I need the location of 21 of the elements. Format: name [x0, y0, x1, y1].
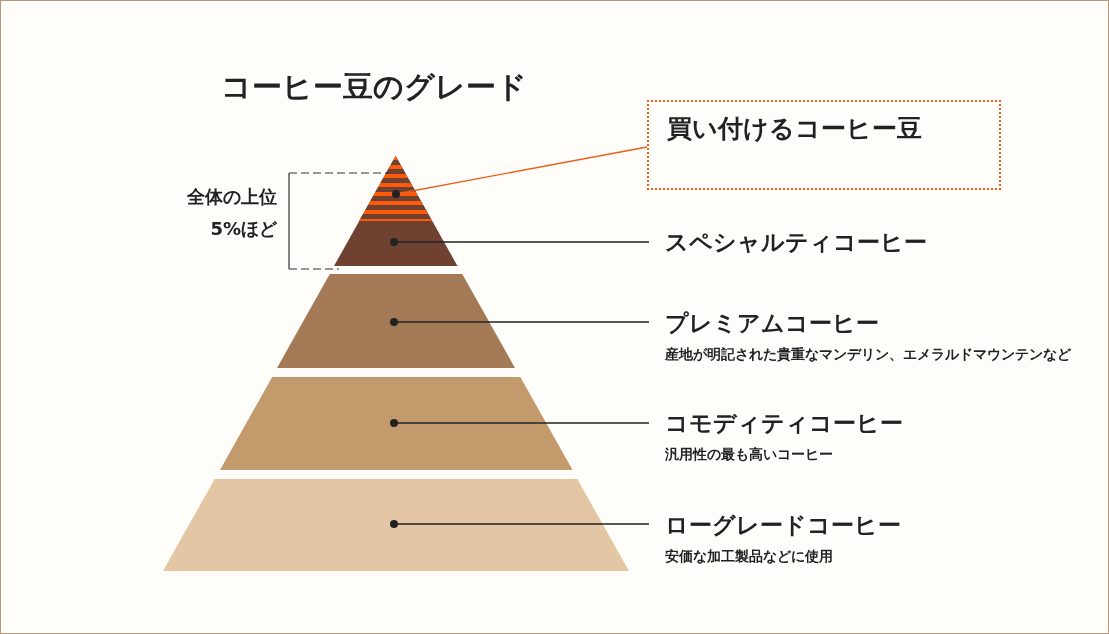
leader-line — [390, 238, 650, 246]
pyramid-layer — [163, 479, 629, 571]
leader-line — [390, 318, 650, 326]
striped-tip — [359, 156, 433, 221]
grade-heading: ローグレードコーヒー — [665, 511, 902, 540]
pyramid-layer — [276, 274, 515, 368]
callout-box — [647, 100, 1001, 190]
grade-description: 産地が明記された貴重なマンデリン、エメラルドマウンテンなど — [665, 345, 1072, 364]
grade-description: 汎用性の最も高いコーヒー — [665, 445, 834, 464]
title: コーヒー豆のグレード — [221, 68, 527, 106]
callout-text: 買い付けるコーヒー豆 — [667, 113, 923, 145]
pyramid-layer — [219, 377, 573, 470]
leader-line — [392, 146, 648, 198]
grade-heading: プレミアムコーヒー — [665, 309, 880, 338]
leader-line — [390, 419, 650, 427]
grade-heading: スペシャルティコーヒー — [665, 228, 928, 257]
grade-heading: コモディティコーヒー — [665, 409, 904, 438]
grade-description: 安価な加工製品などに使用 — [665, 547, 834, 566]
leader-line — [390, 520, 650, 528]
pyramid-layer — [334, 156, 458, 266]
note-text: 全体の上位5%ほど — [186, 185, 277, 241]
